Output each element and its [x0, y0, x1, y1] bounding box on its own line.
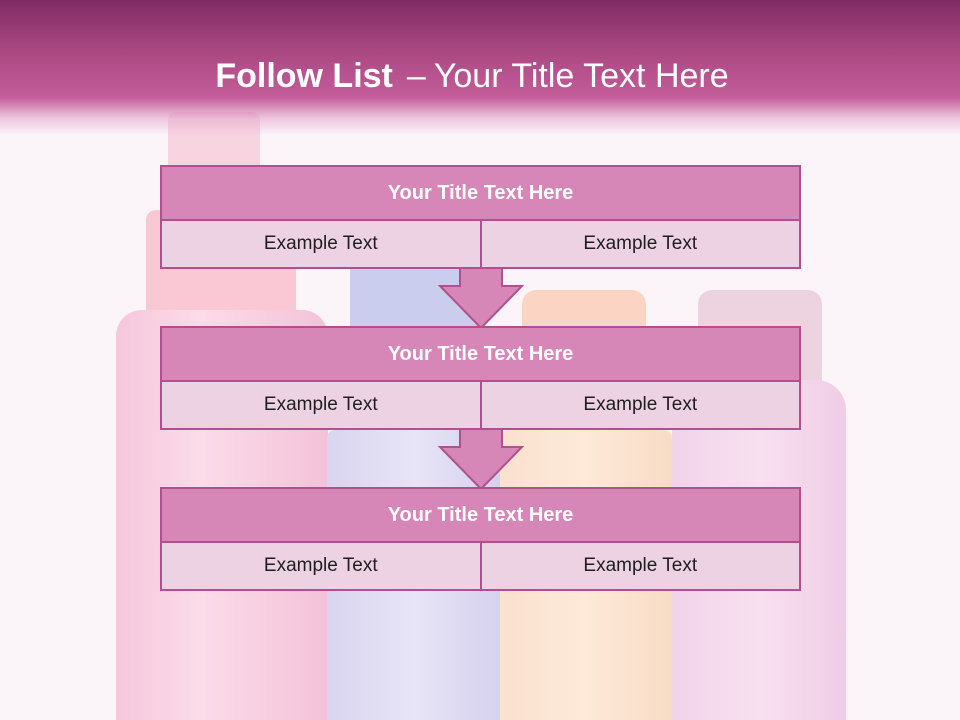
- down-arrow-icon: [438, 268, 524, 330]
- list-item-cell-right[interactable]: Example Text: [479, 541, 801, 591]
- list-item-cell-left[interactable]: Example Text: [160, 380, 482, 430]
- list-item-1: Your Title Text Here Example Text Exampl…: [160, 165, 801, 269]
- list-item-row: Example Text Example Text: [160, 219, 801, 269]
- list-item-cell-right[interactable]: Example Text: [479, 380, 801, 430]
- title-bold: Follow List: [215, 57, 393, 95]
- list-item-3: Your Title Text Here Example Text Exampl…: [160, 487, 801, 591]
- list-item-title[interactable]: Your Title Text Here: [160, 165, 801, 221]
- list-item-cell-left[interactable]: Example Text: [160, 541, 482, 591]
- down-arrow-icon: [438, 429, 524, 491]
- title-rest: Your Title Text Here: [433, 57, 729, 95]
- list-item-row: Example Text Example Text: [160, 380, 801, 430]
- list-item-cell-right[interactable]: Example Text: [479, 219, 801, 269]
- page-title: Follow List–Your Title Text Here: [0, 54, 944, 98]
- title-separator: –: [406, 57, 426, 95]
- list-item-row: Example Text Example Text: [160, 541, 801, 591]
- list-item-2: Your Title Text Here Example Text Exampl…: [160, 326, 801, 430]
- list-item-cell-left[interactable]: Example Text: [160, 219, 482, 269]
- header-band: Follow List–Your Title Text Here: [0, 0, 960, 135]
- list-item-title[interactable]: Your Title Text Here: [160, 326, 801, 382]
- list-item-title[interactable]: Your Title Text Here: [160, 487, 801, 543]
